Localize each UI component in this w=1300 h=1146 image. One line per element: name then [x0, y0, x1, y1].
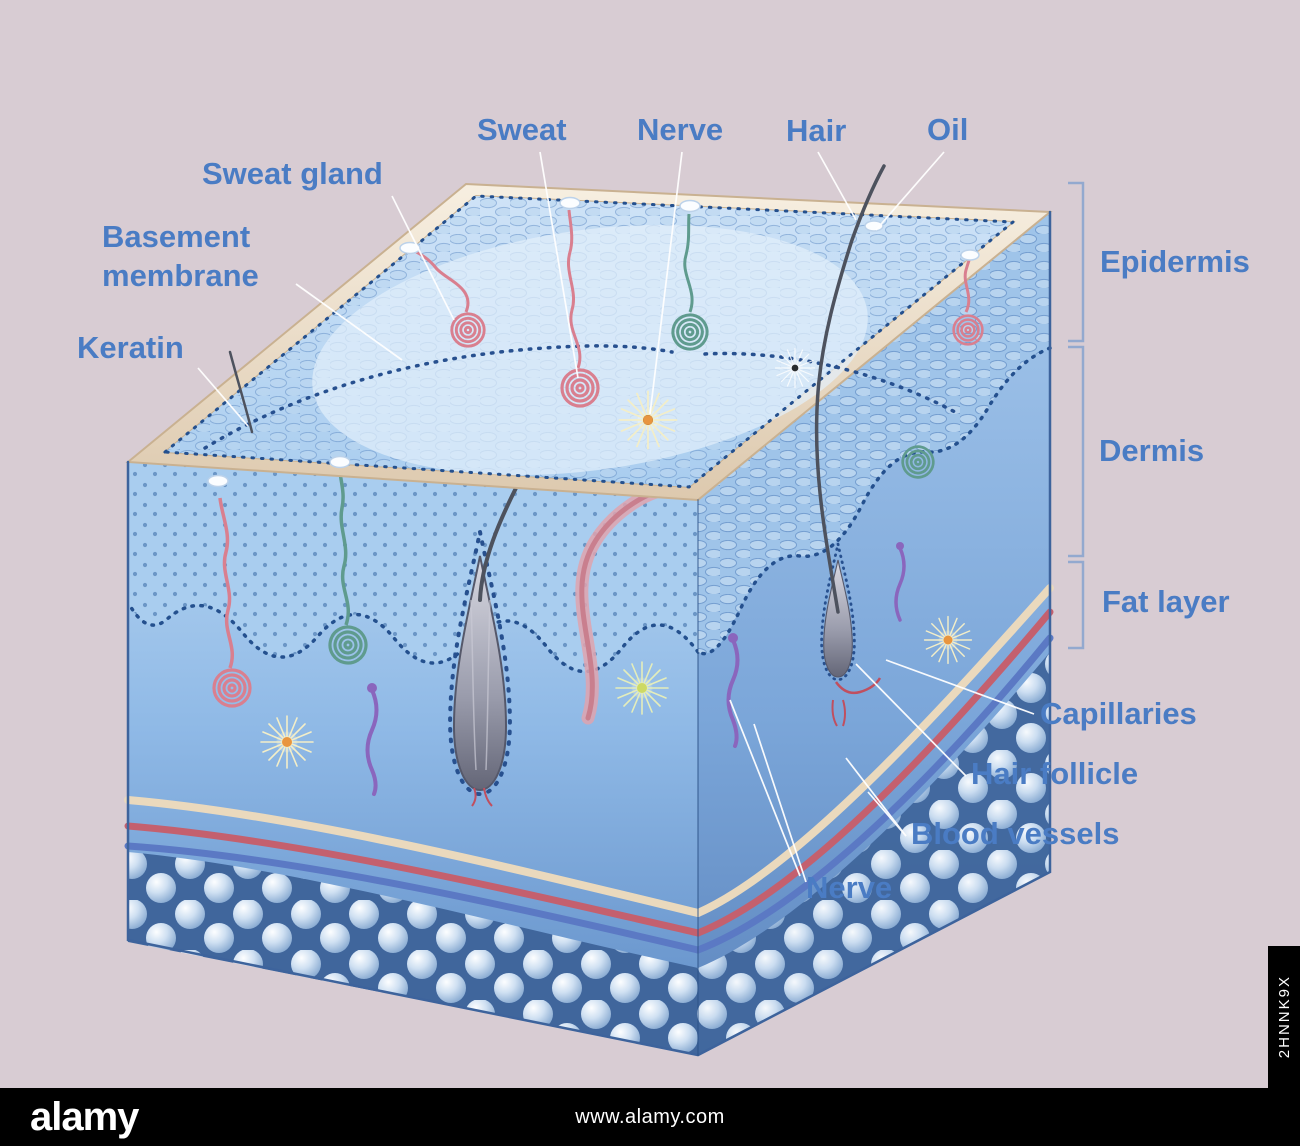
- box-edges: [126, 210, 1052, 1057]
- surface-droplets: [207, 196, 980, 488]
- vein-front: [124, 842, 702, 954]
- layer-brackets: [1068, 181, 1085, 650]
- label-epidermis: Epidermis: [1100, 244, 1250, 279]
- leader-lines: [197, 151, 1035, 883]
- dermis-bracket: [1068, 345, 1085, 558]
- label-hair-follicle: Hair follicle: [971, 756, 1139, 791]
- epidermis-bracket: [1068, 181, 1085, 343]
- blood-vessels-right: [694, 584, 1054, 954]
- label-keratin: Keratin: [77, 330, 184, 365]
- label-nerve-top: Nerve: [637, 112, 724, 147]
- artery-front: [124, 822, 702, 937]
- artery-right: [694, 608, 1054, 937]
- alamy-logo: alamy: [30, 1095, 139, 1139]
- basement-membrane-interior: [203, 344, 674, 450]
- watermark-bar: alamy www.alamy.com: [0, 1088, 1300, 1146]
- sweat-gland-front-teal: [325, 471, 371, 668]
- label-nerve-bottom: Nerve: [806, 870, 893, 905]
- epidermis-front: [126, 462, 700, 674]
- sweat-duct-pink-band: [575, 485, 663, 725]
- basement-membrane-front-line: [126, 600, 700, 674]
- nerve-fiber-right: [894, 542, 906, 622]
- fat-layer-front: [128, 852, 698, 1055]
- label-basement-membrane: Basement membrane: [102, 219, 259, 293]
- fat-layer-right: [698, 652, 1050, 1055]
- label-fat-layer: Fat layer: [1102, 584, 1230, 619]
- hair-small: [228, 350, 254, 434]
- fat-layer-bracket: [1068, 560, 1085, 650]
- sweat-gland-front-pink: [212, 497, 252, 708]
- label-blood-vessels: Blood vessels: [911, 816, 1120, 851]
- watermark-website: www.alamy.com: [575, 1105, 725, 1128]
- label-hair: Hair: [786, 113, 847, 148]
- surface-top: [161, 194, 1017, 489]
- skin-block: [124, 164, 1054, 1057]
- label-dermis: Dermis: [1099, 433, 1205, 468]
- label-sweat-gland: Sweat gland: [202, 156, 383, 191]
- image-id: 2HNNK9X: [1275, 975, 1293, 1059]
- vein-right: [694, 634, 1054, 954]
- blood-vessels-front: [124, 796, 702, 954]
- interior-structures: [207, 164, 984, 614]
- nerve-fiber-front-1: [365, 683, 379, 796]
- label-oil: Oil: [927, 112, 969, 147]
- label-sweat: Sweat: [477, 112, 567, 147]
- label-capillaries: Capillaries: [1040, 696, 1197, 731]
- hair-shaft-right: [814, 164, 886, 614]
- image-id-strip: 2HNNK9X: [1268, 946, 1300, 1088]
- nerve-fiber-front-2: [726, 633, 740, 748]
